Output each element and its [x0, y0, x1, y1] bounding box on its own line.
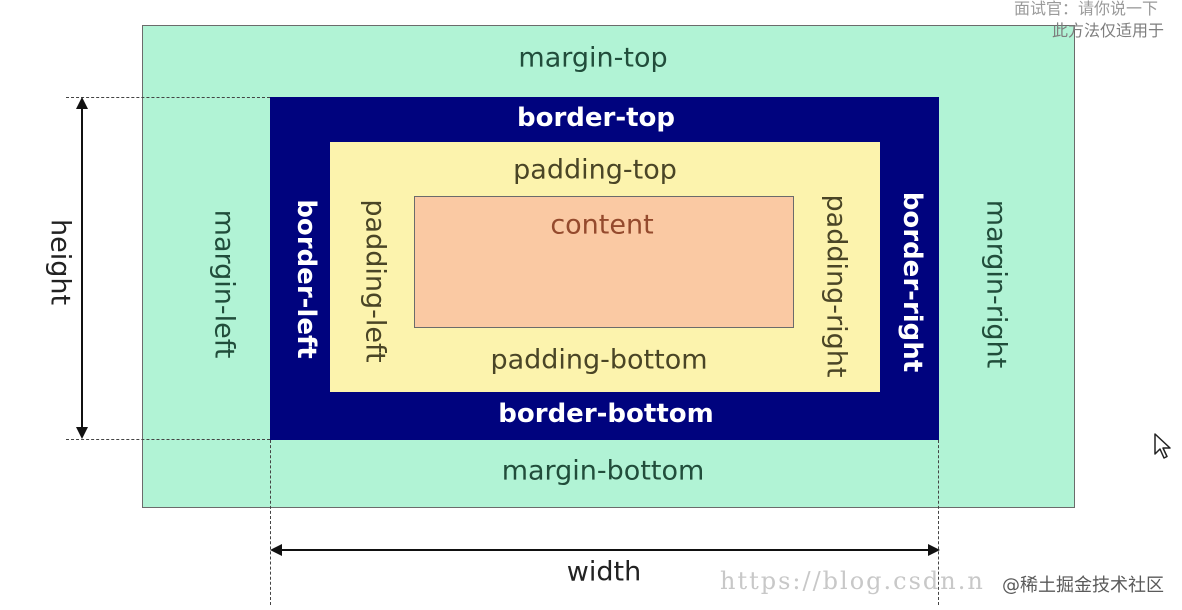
- padding-left-label: padding-left: [359, 199, 391, 363]
- content-label: content: [550, 209, 654, 241]
- watermark-site: @稀土掘金技术社区: [1002, 575, 1164, 596]
- margin-top-label: margin-top: [518, 42, 668, 74]
- subtitle-line-2: 此方法仅适用于: [1052, 21, 1165, 40]
- border-right-label: border-right: [897, 191, 927, 373]
- width-label: width: [566, 556, 642, 588]
- padding-right-label: padding-right: [820, 194, 852, 378]
- height-arrow: [76, 97, 88, 439]
- watermark-url: https://blog.csdn.n: [720, 567, 985, 595]
- border-top-label: border-top: [516, 103, 676, 133]
- content-area: [414, 196, 794, 328]
- border-bottom-label: border-bottom: [498, 399, 714, 429]
- width-right-guide: [938, 440, 939, 605]
- width-arrow: [270, 544, 940, 556]
- mouse-pointer-icon: [1154, 433, 1171, 459]
- margin-right-label: margin-right: [980, 199, 1012, 369]
- height-bottom-guide: [66, 439, 270, 440]
- subtitle-line-1: 面试官：请你说一下: [1014, 0, 1159, 18]
- height-top-guide: [66, 97, 270, 98]
- width-left-guide: [270, 440, 271, 605]
- padding-top-label: padding-top: [513, 154, 677, 186]
- padding-bottom-label: padding-bottom: [490, 344, 708, 376]
- margin-left-label: margin-left: [208, 209, 240, 359]
- border-left-label: border-left: [291, 199, 321, 359]
- height-label: height: [44, 218, 76, 306]
- margin-bottom-label: margin-bottom: [501, 455, 705, 487]
